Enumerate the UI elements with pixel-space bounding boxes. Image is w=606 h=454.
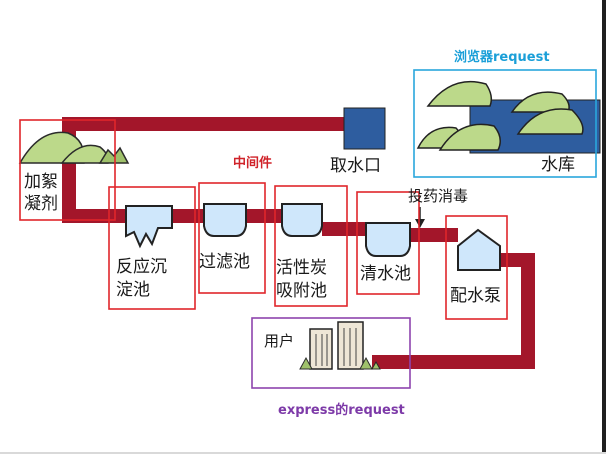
carbon-tank-icon	[281, 203, 323, 237]
box-users	[251, 317, 411, 389]
pipe-left-join	[62, 209, 126, 223]
label-sedimentation-line1: 反应沉	[116, 257, 167, 277]
label-pump: 配水泵	[450, 286, 501, 306]
building-windows	[315, 334, 328, 366]
pump-house-icon	[457, 228, 501, 271]
label-users: 用户	[264, 332, 294, 350]
window-edge	[602, 0, 606, 454]
label-clear-water: 清水池	[360, 264, 411, 284]
building-windows	[343, 328, 357, 366]
pipe-segment-4	[410, 228, 458, 242]
coagulant-trees	[18, 131, 130, 164]
arrow-down-icon	[415, 219, 425, 228]
clear-water-tank-icon	[365, 222, 411, 257]
label-sedimentation-line2: 淀池	[116, 280, 150, 300]
label-filter: 过滤池	[199, 252, 250, 272]
bottom-edge	[0, 452, 606, 454]
label-coagulant-line2: 凝剂	[24, 194, 58, 214]
box-sedimentation	[108, 186, 196, 310]
box-coagulant	[19, 119, 116, 221]
filter-tank-icon	[203, 203, 247, 237]
sedimentation-tank-icon	[125, 205, 173, 249]
reservoir-scene	[416, 80, 601, 154]
pipe-segment-2	[246, 209, 282, 223]
pipe-segment-3	[322, 222, 366, 236]
users-buildings	[299, 321, 381, 371]
box-reservoir	[413, 69, 597, 178]
grass-icon	[299, 356, 381, 371]
annotation-browser-request: 浏览器request	[454, 49, 550, 65]
pipe-right-down	[521, 253, 535, 369]
box-filter	[198, 182, 266, 294]
tanks	[125, 203, 501, 271]
label-reservoir: 水库	[541, 155, 575, 175]
label-coagulant-line1: 加絮	[24, 172, 58, 192]
grass-icon	[98, 146, 130, 164]
annotation-express-request: express的request	[278, 402, 405, 418]
water-intake-icon	[343, 107, 386, 150]
pipe-segment-1	[172, 209, 204, 223]
label-disinfection: 投药消毒	[408, 187, 468, 205]
tree-icon	[516, 108, 584, 135]
tree-icon	[438, 123, 501, 151]
tree-icon	[426, 80, 493, 107]
building-icon	[309, 328, 333, 370]
pipe-top	[62, 117, 346, 131]
label-carbon-line1: 活性炭	[276, 258, 327, 278]
annotation-middleware: 中间件	[233, 155, 272, 171]
label-water-intake: 取水口	[330, 156, 381, 176]
highlight-boxes	[19, 69, 597, 389]
box-pump	[445, 215, 508, 320]
disinfection-arrow	[415, 207, 425, 228]
label-carbon-line2: 吸附池	[276, 281, 327, 301]
box-carbon	[274, 185, 348, 307]
pipe-bottom	[372, 355, 535, 369]
box-clear-water	[356, 191, 420, 295]
